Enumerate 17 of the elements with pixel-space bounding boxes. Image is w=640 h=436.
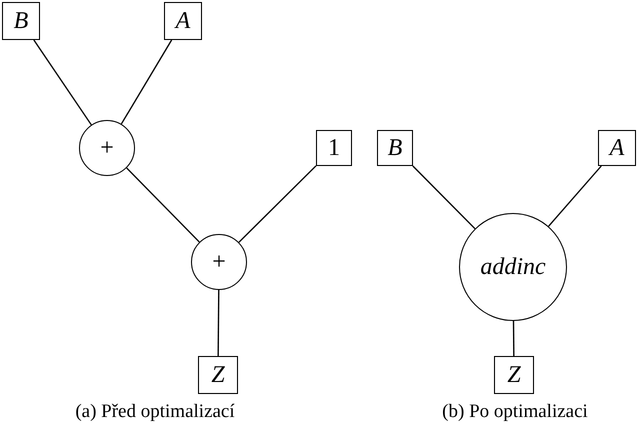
connector-line [548, 166, 602, 227]
input-box: Z [494, 356, 534, 394]
connector-line [512, 321, 514, 356]
input-box: Z [198, 356, 238, 394]
connector-line [238, 165, 316, 243]
input-box: B [377, 130, 413, 166]
input-box: B [2, 2, 40, 40]
connector-line [120, 40, 172, 124]
connector-line [126, 168, 200, 242]
connector-line [218, 290, 220, 356]
subfigure-caption: (b) Po optimalizaci [441, 400, 589, 424]
input-box: 1 [316, 130, 352, 166]
connector-line [412, 166, 476, 230]
connector-line [33, 40, 92, 126]
input-box: A [598, 130, 636, 166]
subfigure-caption: (a) Před optimalizací [74, 400, 236, 424]
input-box: A [164, 2, 202, 40]
